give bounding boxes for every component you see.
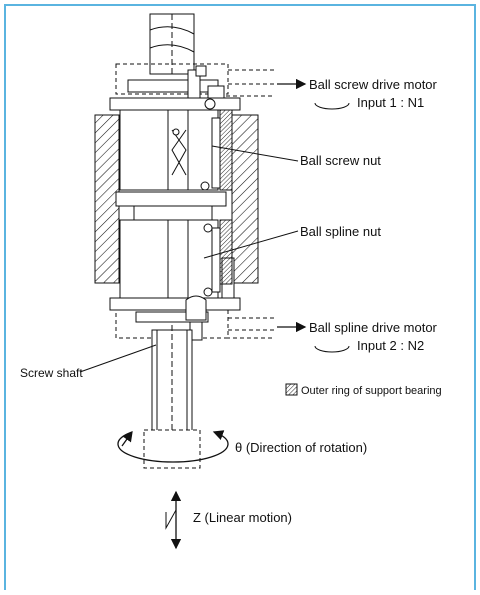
ball-spline-nut-body [119, 219, 235, 299]
mid-flange [115, 191, 227, 207]
hatch-legend-icon [285, 383, 298, 396]
linear-motion-arrow-icon [165, 490, 182, 550]
upper-motor-housing [115, 63, 275, 97]
lower-collar [135, 295, 209, 341]
housing-right-wall [231, 114, 259, 284]
ball-screw-drive-motor-label: Ball screw drive motor [309, 77, 438, 92]
theta-direction-label: θ (Direction of rotation) [235, 440, 367, 455]
rotation-arrow-icon [314, 102, 350, 353]
mid-flange-inner [133, 205, 213, 221]
ball-spline-nut-label: Ball spline nut [300, 224, 381, 239]
frame-border [4, 4, 476, 595]
ball-screw-nut-label: Ball screw nut [300, 153, 381, 168]
z-linear-label: Z (Linear motion) [193, 510, 292, 525]
input1-label: Input 1 : N1 [357, 95, 424, 110]
rotation-arrow-icon [117, 430, 229, 463]
top-flange [109, 97, 241, 111]
input2-label: Input 2 : N2 [357, 338, 424, 353]
housing-left-wall [94, 114, 120, 284]
leader-lines [79, 145, 299, 373]
lower-flange [109, 297, 241, 311]
ball-spline-drive-motor-label: Ball spline drive motor [309, 320, 438, 335]
outer-ring-legend-label: Outer ring of support bearing [301, 385, 442, 397]
screw-shaft-label: Screw shaft [20, 366, 83, 380]
ball-screw-nut-body [119, 98, 221, 191]
upper-shaft [149, 13, 195, 75]
upper-collar [127, 65, 225, 107]
support-bearing-ring-upper [219, 109, 233, 191]
